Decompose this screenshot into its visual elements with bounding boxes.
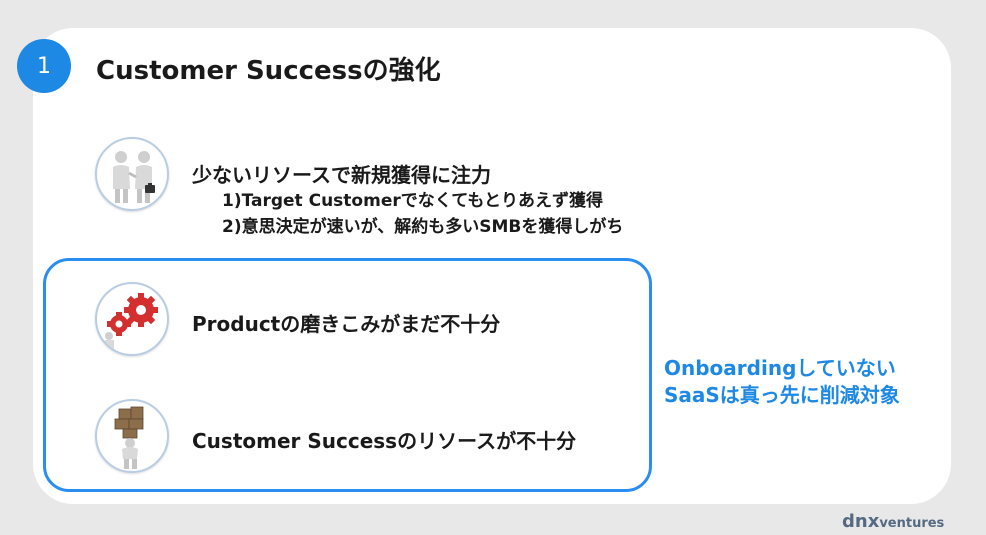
- dnx-ventures-logo: dnxventures: [842, 511, 944, 532]
- highlight-box: [43, 258, 652, 492]
- gears-icon: [95, 282, 169, 356]
- slide-card: [33, 28, 951, 504]
- item-sub-point-2: 2)意思決定が速いが、解約も多いSMBを獲得しがち: [222, 217, 624, 237]
- logo-part-dnx: dnx: [842, 511, 880, 532]
- slide-number-badge: 1: [17, 39, 71, 93]
- person-carrying-boxes-icon: [95, 399, 169, 473]
- page-title: Customer Successの強化: [96, 56, 441, 86]
- logo-part-ventures: ventures: [879, 516, 945, 531]
- slide-number: 1: [37, 53, 51, 79]
- item-heading-cs-resources: Customer Successのリソースが不十分: [192, 429, 577, 453]
- callout-line-1: Onboardingしていない: [664, 356, 896, 380]
- item-heading-new-acquisition: 少ないリソースで新規獲得に注力: [192, 163, 491, 187]
- item-sub-point-1: 1)Target Customerでなくてもとりあえず獲得: [222, 191, 604, 211]
- item-heading-product: Productの磨きこみがまだ不十分: [192, 312, 501, 336]
- handshake-icon: [95, 137, 169, 211]
- callout-line-2: SaaSは真っ先に削減対象: [664, 383, 900, 407]
